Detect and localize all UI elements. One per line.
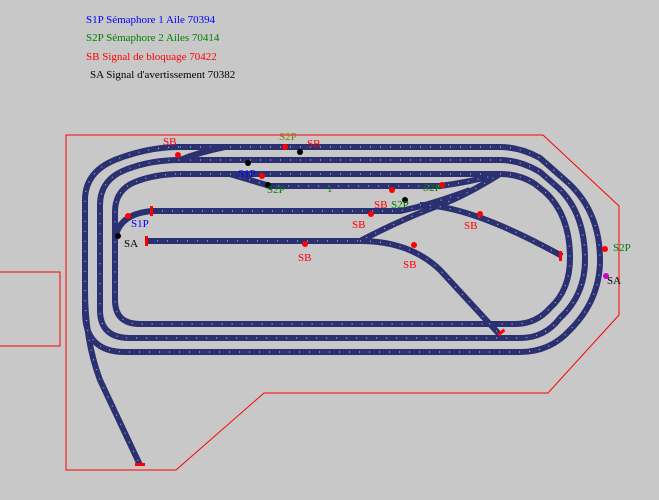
signal-label-s2p: S2P bbox=[279, 131, 297, 143]
track-inner-loop bbox=[112, 171, 574, 327]
signal-label-s2p: S2P bbox=[267, 184, 285, 196]
signal-labels: SB S2P SB S1P S2P 1 S2P S2P SB SB SB S1P… bbox=[124, 131, 631, 287]
signal-label-s1p: S1P bbox=[238, 168, 256, 180]
legend-s1p: S1P Sémaphore 1 Aile 70394 bbox=[86, 14, 216, 26]
signal-markers bbox=[115, 144, 609, 279]
signal-label-s2p: S2P bbox=[391, 199, 409, 211]
signal-marker bbox=[368, 211, 374, 217]
signal-marker bbox=[602, 246, 608, 252]
signal-marker bbox=[297, 149, 303, 155]
signal-marker bbox=[302, 241, 308, 247]
signal-marker bbox=[125, 213, 131, 219]
buffer-stop bbox=[559, 251, 562, 261]
buffer-stop bbox=[145, 236, 148, 246]
signal-label-s1p: S1P bbox=[131, 218, 149, 230]
signal-marker bbox=[411, 242, 417, 248]
signal-label-sb: SB bbox=[403, 259, 416, 271]
room-boundary bbox=[65, 134, 620, 471]
signal-label-sb: SB bbox=[374, 199, 387, 211]
signal-label-sb: SB bbox=[163, 136, 176, 148]
signal-marker bbox=[175, 152, 181, 158]
signal-label-sa: SA bbox=[124, 238, 138, 250]
lead-track-down bbox=[82, 289, 143, 467]
buffer-stop bbox=[150, 206, 153, 216]
signal-marker bbox=[282, 144, 288, 150]
signal-label-sb: SB bbox=[352, 219, 365, 231]
signal-marker bbox=[265, 182, 271, 188]
signal-label-sb: SB bbox=[464, 220, 477, 232]
legend-sa: SA Signal d'avertissement 70382 bbox=[90, 69, 236, 81]
track-middle-loop bbox=[97, 157, 589, 341]
spur-down bbox=[359, 238, 503, 338]
signal-marker bbox=[259, 173, 265, 179]
signal-marker bbox=[115, 233, 121, 239]
signal-marker bbox=[402, 197, 408, 203]
marker-label: 1 bbox=[327, 183, 333, 195]
legend-s2p: S2P Sémaphore 2 Ailes 70414 bbox=[86, 32, 220, 44]
spur-right bbox=[419, 202, 564, 259]
signal-label-sb: SB bbox=[298, 252, 311, 264]
buffer-stop bbox=[497, 328, 506, 337]
legend-sb: SB Signal de bloquage 70422 bbox=[86, 51, 217, 63]
signal-marker bbox=[245, 160, 251, 166]
signal-label-s2p: S2P bbox=[423, 182, 441, 194]
signal-label-sb: SB bbox=[307, 138, 320, 150]
tracks bbox=[82, 144, 604, 467]
buffer-stops bbox=[135, 206, 562, 466]
buffer-stop bbox=[135, 463, 145, 466]
signal-marker bbox=[477, 211, 483, 217]
signal-marker bbox=[603, 273, 609, 279]
signal-marker bbox=[389, 187, 395, 193]
track-outer-loop bbox=[82, 144, 604, 355]
signal-label-sa: SA bbox=[607, 275, 621, 287]
signal-marker bbox=[439, 182, 445, 188]
signal-label-s2p: S2P bbox=[613, 242, 631, 254]
extension-boundary bbox=[0, 271, 61, 347]
